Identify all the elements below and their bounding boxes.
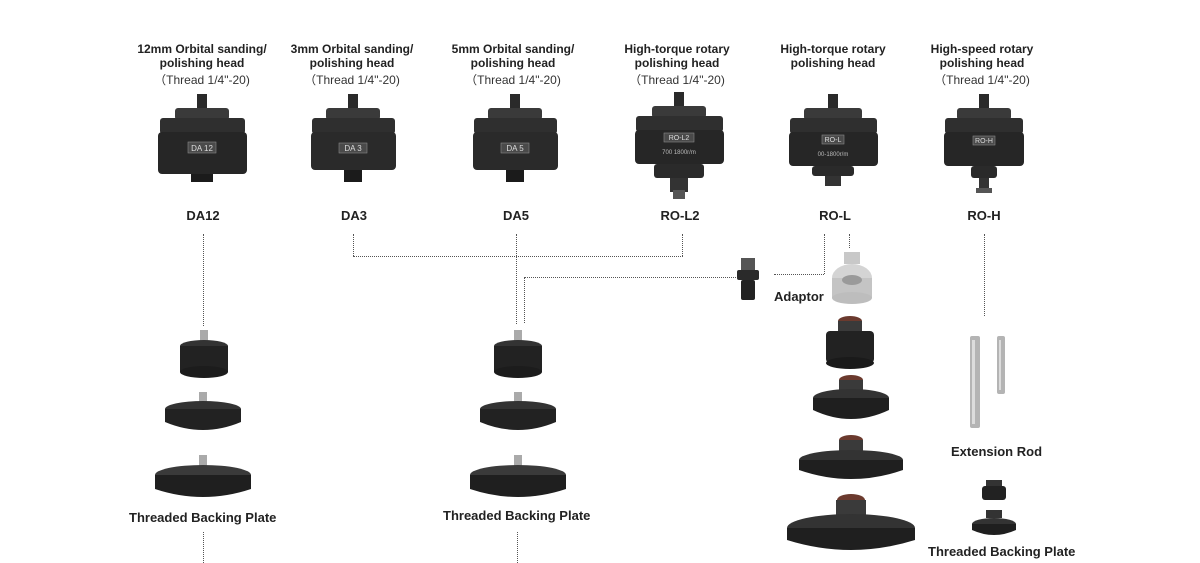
da3-head-image: DA 3 [311,94,396,182]
head-thread: （Thread 1/4"-20) [934,73,1030,87]
rol-pad-xlarge [787,494,915,550]
left-backing-plate-small [180,330,228,378]
head-title-line1: 5mm Orbital sanding/ [451,42,575,56]
mid-backing-plate-large [470,455,566,497]
roh-badge: RO-H [975,138,993,145]
da12-head-image: DA 12 [158,94,247,182]
extension-rod-short [997,336,1005,394]
connector-line [353,234,354,256]
roh-backing-plate-small [982,480,1006,500]
head-title-line1: High-torque rotary [780,42,886,56]
adaptor-bolt-image [737,258,759,300]
head-title-da5: 5mm Orbital sanding/ polishing head （Thr… [428,42,598,87]
connector-line [203,532,204,563]
roh-head-image: RO-H [944,94,1024,193]
connector-line [682,234,683,256]
head-title-line2: polishing head [309,56,395,70]
connector-line [203,234,204,326]
head-title-roh: High-speed rotary polishing head （Thread… [897,42,1067,87]
head-title-rol2: High-torque rotary polishing head （Threa… [592,42,762,87]
roh-backing-plate-large [972,510,1016,535]
connector-line [524,277,736,278]
head-title-line2: polishing head [470,56,556,70]
rol2-speed: 700 1800r/m [662,150,696,156]
mid-backing-plate-medium [480,392,556,430]
connector-line [774,274,824,275]
head-title-line1: 12mm Orbital sanding/ [137,42,267,56]
code-rol2: RO-L2 [660,208,700,223]
connector-line [984,234,985,316]
da3-badge: DA 3 [344,144,362,153]
head-title-line1: 3mm Orbital sanding/ [290,42,414,56]
extension-rod-long [970,336,980,428]
connector-line [849,234,850,248]
mid-backing-plate-small [494,330,542,378]
code-da5: DA5 [502,208,529,223]
code-da12: DA12 [186,208,220,223]
left-backing-plate-large [155,455,251,497]
connector-line [517,532,518,563]
code-roh: RO-H [967,208,1001,223]
connector-line [353,256,683,257]
code-rol: RO-L [819,208,851,223]
rol2-badge: RO-L2 [669,135,690,142]
extension-rod-label: Extension Rod [951,444,1043,459]
head-title-rol: High-torque rotary polishing head [748,42,918,70]
adaptor-image [832,252,872,304]
connector-line [824,234,825,274]
head-thread: （Thread 1/4"-20) [154,73,250,87]
head-thread: （Thread 1/4"-20) [465,73,561,87]
code-da3: DA3 [340,208,367,223]
head-title-line2: polishing head [634,56,720,70]
adaptor-label: Adaptor [774,289,824,304]
head-title-line1: High-torque rotary [624,42,730,56]
connector-line [516,234,517,324]
left-backing-plate-medium [165,392,241,430]
head-thread: （Thread 1/4"-20) [304,73,400,87]
head-title-line2: polishing head [159,56,245,70]
da12-badge: DA 12 [191,144,213,153]
da5-head-image: DA 5 [473,94,558,182]
rol2-head-image: RO-L2 700 1800r/m [635,92,724,199]
rol-pad-medium [813,375,889,419]
head-thread: （Thread 1/4"-20) [629,73,725,87]
mid-backing-plate-label: Threaded Backing Plate [443,508,591,523]
connector-line [524,277,525,323]
da5-badge: DA 5 [506,144,524,153]
head-title-da3: 3mm Orbital sanding/ polishing head （Thr… [267,42,437,87]
rol-pad-large [799,435,903,479]
head-title-da12: 12mm Orbital sanding/ polishing head （Th… [117,42,287,87]
rol-speed: 00-1800r/m [818,152,849,158]
head-title-line2: polishing head [790,56,876,70]
rol-pad-small [826,316,874,369]
rol-head-image: RO-L 00-1800r/m [789,94,878,186]
head-title-line1: High-speed rotary [930,42,1034,56]
rol-badge: RO-L [825,137,842,144]
left-backing-plate-label: Threaded Backing Plate [129,510,277,525]
head-title-line2: polishing head [939,56,1025,70]
right-backing-plate-label: Threaded Backing Plate [928,544,1076,559]
